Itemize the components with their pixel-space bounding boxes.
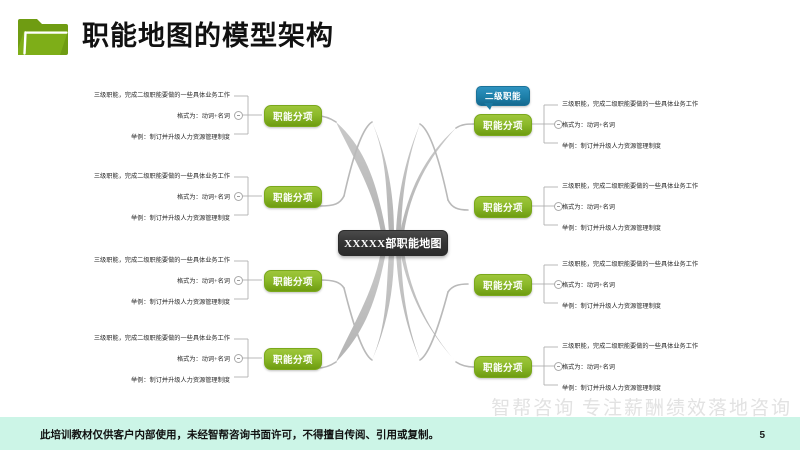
detail-line-example: 举例：制订并升级人力资源管理制度 [131, 299, 230, 306]
footer-band [0, 417, 800, 450]
detail-line-format: 格式为：动词+名词 [562, 204, 615, 211]
hub-dot-left-4 [234, 354, 243, 363]
hub-dot-right-4 [554, 362, 563, 371]
detail-line-format: 格式为：动词+名词 [177, 356, 230, 363]
detail-line-format: 格式为：动词+名词 [177, 278, 230, 285]
hub-dot-left-2 [234, 192, 243, 201]
callout-tail-icon [484, 103, 493, 110]
detail-line-description: 三级职能，完成二级职能要做的一些具体业务工作 [562, 261, 699, 268]
detail-line-description: 三级职能，完成二级职能要做的一些具体业务工作 [93, 92, 230, 99]
slide-header: 职能地图的模型架构 [0, 0, 800, 70]
hub-dot-right-1 [554, 120, 563, 129]
detail-line-example: 举例：制订并升级人力资源管理制度 [562, 143, 661, 150]
branch-node-left-1[interactable]: 职能分项 [264, 105, 322, 127]
branch-node-right-2[interactable]: 职能分项 [474, 196, 532, 218]
detail-line-format: 格式为：动词+名词 [177, 113, 230, 120]
hub-dot-left-1 [234, 111, 243, 120]
branch-node-right-3[interactable]: 职能分项 [474, 274, 532, 296]
watermark-text: 智帮咨询 专注薪酬绩效落地咨询 [491, 398, 792, 419]
hub-dot-right-2 [554, 202, 563, 211]
hub-dot-left-3 [234, 276, 243, 285]
detail-line-format: 格式为：动词+名词 [562, 364, 615, 371]
branch-node-left-2[interactable]: 职能分项 [264, 186, 322, 208]
center-node[interactable]: XXXXX部职能地图 [338, 230, 448, 256]
detail-line-example: 举例：制订并升级人力资源管理制度 [131, 377, 230, 384]
detail-line-description: 三级职能，完成二级职能要做的一些具体业务工作 [93, 257, 230, 264]
page-number: 5 [759, 430, 765, 441]
folder-icon [18, 19, 68, 55]
branch-node-right-1[interactable]: 职能分项 [474, 114, 532, 136]
detail-line-example: 举例：制订并升级人力资源管理制度 [131, 134, 230, 141]
branch-node-right-4[interactable]: 职能分项 [474, 356, 532, 378]
detail-line-example: 举例：制订并升级人力资源管理制度 [562, 225, 661, 232]
detail-line-description: 三级职能，完成二级职能要做的一些具体业务工作 [93, 335, 230, 342]
detail-line-example: 举例：制订并升级人力资源管理制度 [562, 385, 661, 392]
branch-node-left-4[interactable]: 职能分项 [264, 348, 322, 370]
page-title: 职能地图的模型架构 [82, 21, 334, 51]
detail-line-example: 举例：制订并升级人力资源管理制度 [131, 215, 230, 222]
detail-line-example: 举例：制订并升级人力资源管理制度 [562, 303, 661, 310]
branch-node-left-3[interactable]: 职能分项 [264, 270, 322, 292]
detail-line-format: 格式为：动词+名词 [562, 122, 615, 129]
detail-line-format: 格式为：动词+名词 [177, 194, 230, 201]
detail-line-format: 格式为：动词+名词 [562, 282, 615, 289]
detail-line-description: 三级职能，完成二级职能要做的一些具体业务工作 [562, 183, 699, 190]
footer-notice: 此培训教材仅供客户内部使用，未经智帮咨询书面许可，不得擅自传阅、引用或复制。 [40, 430, 439, 441]
detail-line-description: 三级职能，完成二级职能要做的一些具体业务工作 [562, 343, 699, 350]
callout-node-secondary-function[interactable]: 二级职能 [476, 86, 530, 106]
detail-line-description: 三级职能，完成二级职能要做的一些具体业务工作 [562, 101, 699, 108]
hub-dot-right-3 [554, 280, 563, 289]
detail-line-description: 三级职能，完成二级职能要做的一些具体业务工作 [93, 173, 230, 180]
